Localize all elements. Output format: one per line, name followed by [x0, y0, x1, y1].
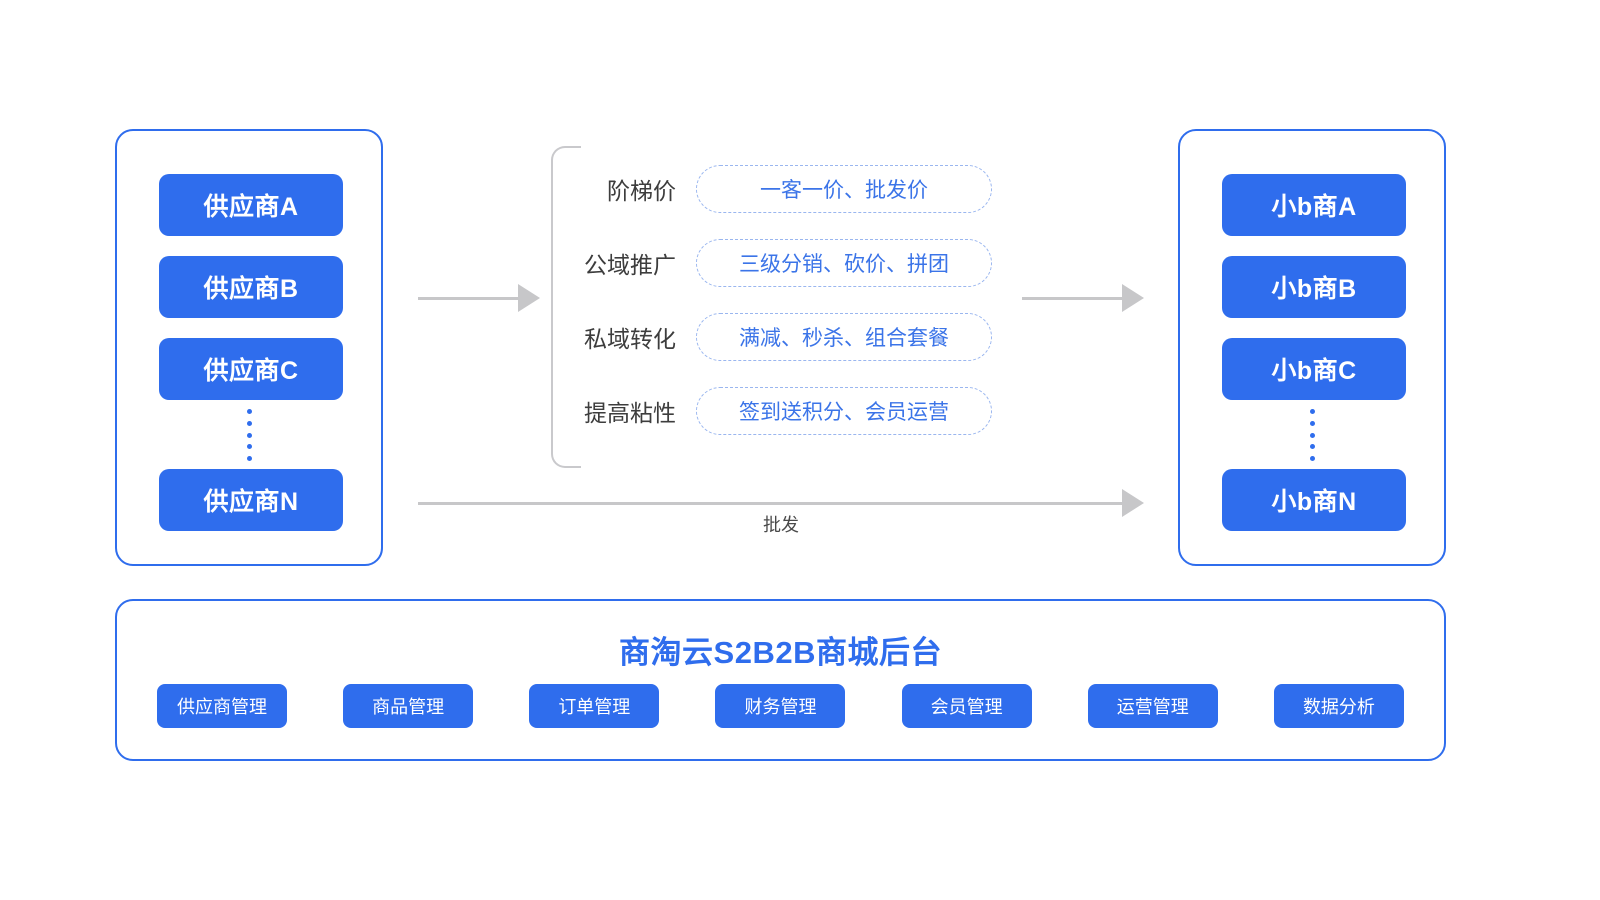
- backend-panel: 商淘云S2B2B商城后台 供应商管理 商品管理 订单管理 财务管理 会员管理 运…: [115, 599, 1446, 761]
- backend-button-label: 财务管理: [744, 697, 817, 717]
- feature-tag-text-stickiness: 签到送积分、会员运营: [739, 401, 949, 424]
- backend-button-label: 商品管理: [372, 697, 445, 717]
- buyer-label-a: 小b商A: [1271, 193, 1357, 221]
- buyers-panel: 小b商A 小b商B 小b商C 小b商N: [1178, 129, 1446, 566]
- supplier-box-a[interactable]: 供应商A: [159, 174, 343, 236]
- backend-button-member-management[interactable]: 会员管理: [901, 684, 1032, 728]
- feature-tag-text-public-promotion: 三级分销、砍价、拼团: [739, 253, 949, 276]
- buyer-label-n: 小b商N: [1271, 488, 1357, 516]
- arrow-shaft: [1022, 296, 1122, 300]
- backend-button-label: 订单管理: [558, 697, 631, 717]
- feature-list: 阶梯价 一客一价、批发价 公域推广 三级分销、砍价、拼团 私域转化 满减、秒杀、…: [578, 165, 1008, 435]
- arrow-shaft: [418, 296, 518, 300]
- buyer-label-b: 小b商B: [1271, 275, 1357, 303]
- feature-tag-public-promotion[interactable]: 三级分销、砍价、拼团: [696, 239, 992, 287]
- arrow-wholesale-icon: [418, 489, 1144, 517]
- suppliers-panel: 供应商A 供应商B 供应商C 供应商N: [115, 129, 383, 566]
- arrow-head: [518, 284, 540, 312]
- backend-button-label: 会员管理: [930, 697, 1003, 717]
- feature-tag-private-conversion[interactable]: 满减、秒杀、组合套餐: [696, 313, 992, 361]
- backend-button-finance-management[interactable]: 财务管理: [715, 684, 846, 728]
- arrow-head: [1122, 489, 1144, 517]
- arrow-suppliers-to-features-icon: [418, 284, 540, 312]
- wholesale-label: 批发: [763, 515, 799, 535]
- backend-module-buttons: 供应商管理 商品管理 订单管理 财务管理 会员管理 运营管理 数据分析: [157, 684, 1404, 728]
- feature-tag-text-tiered-price: 一客一价、批发价: [760, 179, 928, 202]
- arrow-shaft: [418, 501, 1122, 505]
- supplier-label-a: 供应商A: [203, 193, 299, 221]
- supplier-label-c: 供应商C: [203, 357, 299, 385]
- buyer-box-c[interactable]: 小b商C: [1222, 338, 1406, 400]
- supplier-box-b[interactable]: 供应商B: [159, 256, 343, 318]
- supplier-box-c[interactable]: 供应商C: [159, 338, 343, 400]
- feature-row-private-conversion: 私域转化 满减、秒杀、组合套餐: [578, 313, 1008, 361]
- feature-row-public-promotion: 公域推广 三级分销、砍价、拼团: [578, 239, 1008, 287]
- backend-button-label: 数据分析: [1302, 697, 1375, 717]
- supplier-label-n: 供应商N: [203, 488, 299, 516]
- feature-row-tiered-price: 阶梯价 一客一价、批发价: [578, 165, 1008, 213]
- arrow-head: [1122, 284, 1144, 312]
- feature-row-stickiness: 提高粘性 签到送积分、会员运营: [578, 387, 1008, 435]
- feature-tag-tiered-price[interactable]: 一客一价、批发价: [696, 165, 992, 213]
- feature-label-public-promotion: 公域推广: [584, 252, 676, 278]
- buyer-box-a[interactable]: 小b商A: [1222, 174, 1406, 236]
- backend-button-data-analysis[interactable]: 数据分析: [1273, 684, 1404, 728]
- arrow-features-to-buyers-icon: [1022, 284, 1144, 312]
- feature-tag-text-private-conversion: 满减、秒杀、组合套餐: [739, 327, 949, 350]
- feature-label-tiered-price: 阶梯价: [607, 178, 676, 204]
- backend-title: 商淘云S2B2B商城后台: [619, 635, 942, 670]
- feature-tag-stickiness[interactable]: 签到送积分、会员运营: [696, 387, 992, 435]
- backend-button-product-management[interactable]: 商品管理: [343, 684, 474, 728]
- supplier-box-n[interactable]: 供应商N: [159, 469, 343, 531]
- feature-label-private-conversion: 私域转化: [584, 326, 676, 352]
- suppliers-ellipsis-icon: [117, 409, 381, 461]
- backend-button-label: 供应商管理: [177, 697, 267, 717]
- backend-button-label: 运营管理: [1116, 697, 1189, 717]
- buyer-box-n[interactable]: 小b商N: [1222, 469, 1406, 531]
- backend-button-order-management[interactable]: 订单管理: [529, 684, 660, 728]
- buyer-label-c: 小b商C: [1271, 357, 1357, 385]
- backend-button-operations-management[interactable]: 运营管理: [1087, 684, 1218, 728]
- buyer-box-b[interactable]: 小b商B: [1222, 256, 1406, 318]
- buyers-ellipsis-icon: [1180, 409, 1444, 461]
- feature-label-stickiness: 提高粘性: [584, 400, 676, 426]
- backend-button-supplier-management[interactable]: 供应商管理: [157, 684, 287, 728]
- feature-bracket-icon: [551, 146, 581, 468]
- supplier-label-b: 供应商B: [203, 275, 299, 303]
